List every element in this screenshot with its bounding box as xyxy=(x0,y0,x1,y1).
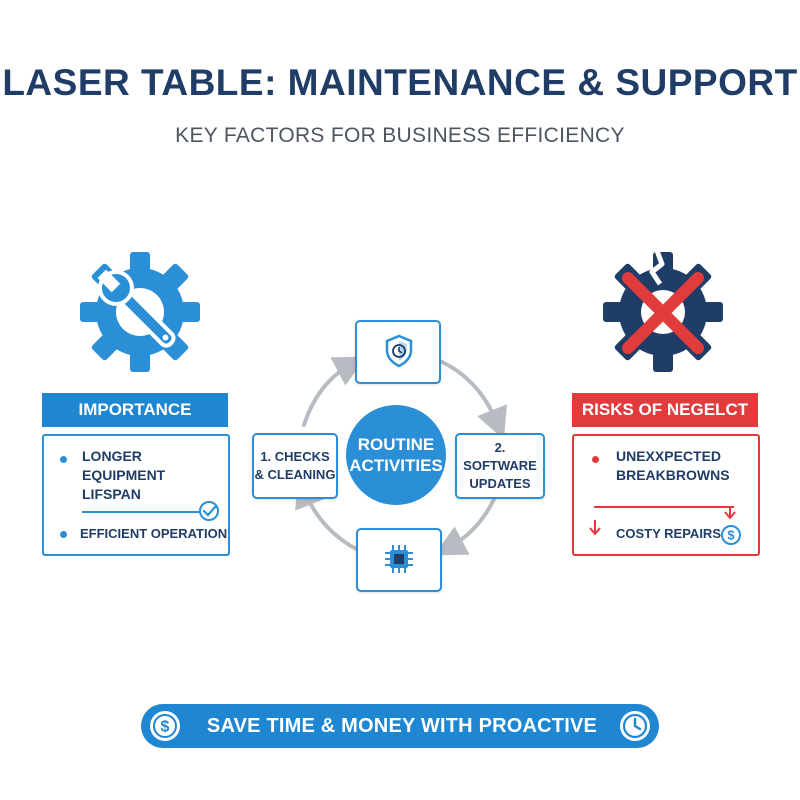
importance-heading: IMPORTANCE xyxy=(42,393,228,427)
importance-panel: LONGER EQUIPMENT LIFSPAN EFFICIENT OPERA… xyxy=(42,434,230,556)
page-subtitle: KEY FACTORS FOR BUSINESS EFFICIENCY xyxy=(175,124,625,147)
shield-clock-icon xyxy=(384,334,414,368)
dollar-coin-icon: $ xyxy=(149,710,181,742)
routine-center: ROUTINE ACTIVITIES xyxy=(346,405,446,505)
chip-icon xyxy=(383,543,415,575)
banner-text: SAVE TIME & MONEY WITH PROACTIVE CARE xyxy=(206,715,598,781)
bullet-dot xyxy=(592,456,599,463)
bullet-dot xyxy=(60,456,67,463)
arrow-down-icon xyxy=(723,506,737,520)
importance-item-operation: EFFICIENT OPERATION xyxy=(80,526,228,541)
importance-item-lifespan: LONGER EQUIPMENT LIFSPAN xyxy=(82,448,166,502)
routine-node-software-label: 2. SOFTWARE UPDATES xyxy=(463,440,537,491)
check-circle-icon xyxy=(198,500,220,522)
cta-banner[interactable]: $ SAVE TIME & MONEY WITH PROACTIVE CARE xyxy=(141,704,659,781)
broken-gear-x-icon xyxy=(598,244,728,374)
risks-item-breakdowns: UNEXXPECTED BREAKBROWNS xyxy=(616,448,730,483)
risks-heading: RISKS OF NEGELCT xyxy=(572,393,758,427)
routine-node-software[interactable]: 2. SOFTWARE UPDATES xyxy=(455,433,545,499)
arrow-down-icon xyxy=(588,520,602,536)
routine-node-bottom[interactable] xyxy=(356,528,442,592)
routine-node-checks-label: 1. CHECKS & CLEANING xyxy=(254,449,336,482)
divider-line xyxy=(594,506,734,508)
bullet-dot xyxy=(60,531,67,538)
gear-wrench-icon xyxy=(78,250,202,374)
clock-icon xyxy=(619,710,651,742)
svg-text:$: $ xyxy=(161,719,170,736)
risks-item-repairs: COSTY REPAIRS xyxy=(616,526,721,541)
page-title: LASER TABLE: MAINTENANCE & SUPPORT xyxy=(2,62,798,103)
svg-text:$: $ xyxy=(727,528,735,543)
routine-center-label: ROUTINE ACTIVITIES xyxy=(349,435,443,475)
divider-line xyxy=(82,511,200,513)
risks-panel: UNEXXPECTED BREAKBROWNS COSTY REPAIRS $ xyxy=(572,434,760,556)
routine-node-checks[interactable]: 1. CHECKS & CLEANING xyxy=(252,433,338,499)
dollar-coin-icon: $ xyxy=(720,524,742,546)
routine-node-top[interactable] xyxy=(355,320,441,384)
